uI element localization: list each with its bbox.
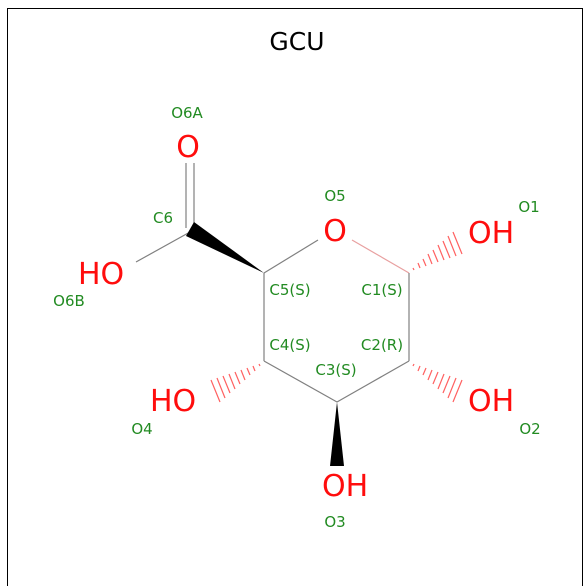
label-o2: O2 xyxy=(519,420,540,438)
atom-o4-hydroxyl: HO xyxy=(150,384,196,419)
hash-bond-c4-o4 xyxy=(210,363,261,403)
label-o3: O3 xyxy=(324,513,345,531)
bond-c5-o5 xyxy=(263,239,319,274)
label-c2: C2(R) xyxy=(361,336,403,354)
atom-o5: O xyxy=(323,214,347,249)
label-o6b: O6B xyxy=(53,292,85,310)
bond-o5-c1 xyxy=(351,239,410,274)
carboxyl-bonds xyxy=(135,163,195,263)
label-o4: O4 xyxy=(131,420,152,438)
bond-c3-c4 xyxy=(263,360,338,403)
atom-o2-hydroxyl: OH xyxy=(468,384,514,419)
wedge-c3-o3 xyxy=(330,402,344,466)
atom-o1-hydroxyl: OH xyxy=(468,216,514,251)
hash-bond-c2-o2 xyxy=(412,363,463,403)
label-o5: O5 xyxy=(324,187,345,205)
wedge-c5-c6 xyxy=(186,222,264,273)
label-o1: O1 xyxy=(518,198,539,216)
atom-labels: O6A O5 O1 C6 O6B C5(S) C1(S) C4(S) C2(R)… xyxy=(53,104,541,531)
bond-c2-c3 xyxy=(336,360,410,403)
label-c1: C1(S) xyxy=(361,281,402,299)
ring-bonds xyxy=(263,239,410,403)
atom-o6b-hydroxyl: HO xyxy=(78,257,124,292)
hash-bond-c1-o1 xyxy=(412,231,463,271)
diagram-title: GCU xyxy=(269,27,324,56)
label-c3: C3(S) xyxy=(315,361,356,379)
atom-o3-hydroxyl: OH xyxy=(322,469,368,504)
atom-symbols: O O OH HO HO OH OH xyxy=(78,130,514,504)
bond-c6-o6b xyxy=(135,231,191,263)
label-c5: C5(S) xyxy=(269,281,310,299)
atom-o6a: O xyxy=(176,130,200,165)
label-c6: C6 xyxy=(153,209,173,227)
label-o6a: O6A xyxy=(171,104,203,122)
label-c4: C4(S) xyxy=(269,336,310,354)
